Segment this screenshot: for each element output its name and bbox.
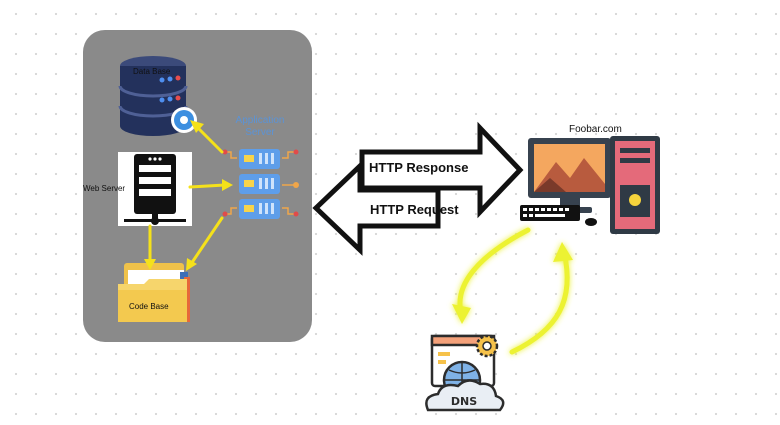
http-request-label: HTTP Request	[370, 202, 459, 217]
dns-label: DNS	[450, 395, 478, 408]
database-icon	[118, 56, 197, 136]
desktop-computer-icon	[520, 136, 660, 234]
app-server-label-line1: Application	[235, 115, 285, 126]
code-base-label: Code Base	[129, 302, 169, 311]
server-tower-icon	[118, 152, 192, 226]
flow-arrows	[144, 120, 233, 271]
arrow-web-to-app	[188, 183, 227, 189]
arrow-app-to-code	[189, 216, 224, 266]
app-server-label-line2: Server	[245, 127, 275, 138]
host-label: Foobar.com	[569, 124, 622, 135]
app-server-label: Application Server	[225, 115, 295, 139]
folder-icon	[118, 263, 190, 322]
http-request-arrow	[312, 160, 441, 256]
web-server-label: Web Server	[83, 184, 126, 193]
http-response-label: HTTP Response	[369, 160, 469, 175]
server-rack-icon	[222, 149, 299, 219]
arrow-app-to-database	[194, 124, 224, 154]
database-label: Data Base	[133, 67, 171, 76]
dns-cloud-icon	[425, 334, 505, 412]
dns-arrows	[452, 227, 573, 355]
